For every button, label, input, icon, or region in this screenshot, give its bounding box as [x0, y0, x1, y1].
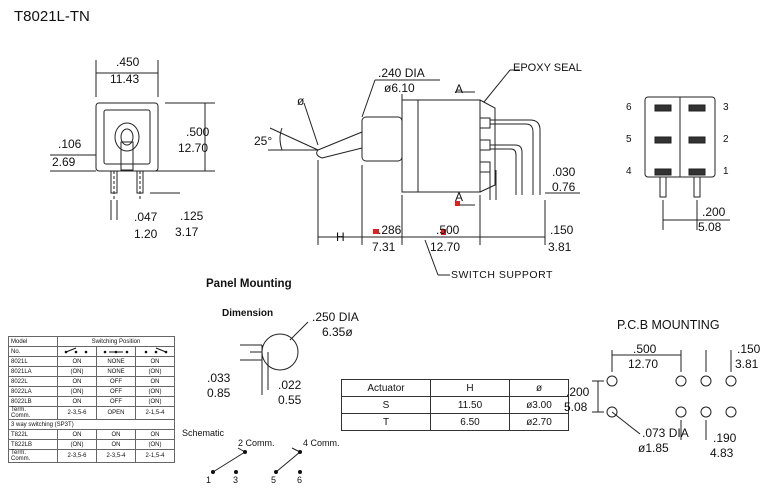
pcb-a-in: .500 — [633, 342, 657, 356]
side-c-mm: 3.81 — [548, 240, 572, 254]
pin-1-label: 1 — [723, 166, 729, 177]
table-row: T 6.50 ø2.70 — [341, 413, 569, 431]
pcb-mounting-heading: P.C.B MOUNTING — [617, 318, 720, 332]
front-width-mm: 11.43 — [110, 72, 140, 86]
side-d-in: .030 — [552, 165, 576, 179]
table-row: 8022LA(ON)OFF(ON) — [8, 386, 175, 397]
pin-5-label: 5 — [626, 134, 632, 145]
front-pin-width-mm: 1.20 — [134, 227, 158, 241]
pcb-b-mm: 3.81 — [735, 357, 759, 371]
dimension-k2-in: .022 — [278, 378, 302, 392]
schematic-comm-2: 2 Comm. — [238, 438, 275, 448]
pin-spacing-mm: 5.08 — [698, 220, 722, 234]
front-view-body — [95, 102, 159, 200]
pin-4-label: 4 — [626, 166, 632, 177]
epoxy-seal-label: EPOXY SEAL — [513, 62, 582, 74]
schematic-diagram — [212, 447, 301, 473]
pcb-a-mm: 12.70 — [628, 357, 659, 371]
table-header-row: Actuator H ø — [341, 379, 569, 397]
dimension-dia-mm: 6.35ø — [322, 325, 353, 339]
table-row: T822LB(ON)ON(ON) — [8, 439, 175, 450]
pcb-e-in: .190 — [713, 431, 737, 445]
sp3t-row: 3 way switching (SP3T) — [8, 419, 175, 430]
panel-mounting-heading: Panel Mounting — [206, 278, 292, 290]
dimension-heading: Dimension — [222, 308, 274, 319]
dimension-dia-in: .250 DIA — [312, 310, 359, 324]
front-pin-length-in: .125 — [180, 209, 204, 223]
side-dia-mm: ø6.10 — [384, 81, 415, 95]
front-offset-in: .106 — [58, 137, 82, 151]
position-header: Switching Position — [57, 336, 175, 347]
section-mark-a-bottom: A — [455, 190, 464, 204]
side-c-in: .150 — [550, 223, 574, 237]
pin-layout-view — [644, 96, 716, 198]
no-header: No. — [8, 346, 58, 357]
switch-support-label: SWITCH SUPPORT — [451, 269, 553, 281]
pcb-b-in: .150 — [737, 342, 761, 356]
term-comm-row: Term.Comm. 2-3,5-6 2-3,5-4 2-1,5-4 — [8, 449, 175, 463]
schematic-comm-4: 4 Comm. — [303, 438, 340, 448]
front-width-in: .450 — [116, 55, 140, 69]
pin-spacing-in: .200 — [702, 205, 726, 219]
front-height-in: .500 — [186, 125, 210, 139]
table-header-row: Model Switching Position — [8, 336, 175, 347]
side-dia-in: .240 DIA — [378, 66, 425, 80]
h-dimension-label: H — [336, 230, 345, 244]
table-header-row: No. — [8, 346, 175, 357]
pcb-hole-pattern — [606, 375, 737, 418]
toggle-position-icon — [96, 346, 136, 357]
table-row: 8021LA(ON)NONE(ON) — [8, 366, 175, 377]
schematic-pin-5: 5 — [271, 475, 277, 485]
dimension-k1-in: .033 — [207, 371, 231, 385]
schematic-pin-6: 6 — [297, 475, 303, 485]
toggle-position-icon — [135, 346, 175, 357]
schematic-pin-1: 1 — [206, 475, 212, 485]
pcb-d-mm: ø1.85 — [638, 441, 669, 455]
front-height-mm: 12.70 — [178, 141, 209, 155]
pin-6-label: 6 — [626, 102, 632, 113]
pcb-c-mm: 5.08 — [564, 400, 588, 414]
side-b2-in: .500 — [436, 223, 460, 237]
side-b1-mm: 7.31 — [372, 240, 396, 254]
dimension-k2-mm: 0.55 — [278, 393, 302, 407]
side-phi-symbol: ø — [297, 94, 305, 108]
section-mark-a-top: A — [455, 82, 464, 96]
schematic-heading: Schematic — [182, 428, 225, 438]
model-header: Model — [8, 336, 58, 347]
actuator-table: Actuator H ø S 11.50 ø3.00 T 6.50 ø2.70 — [341, 379, 569, 431]
pcb-c-in: .200 — [566, 385, 590, 399]
pcb-d-in: .073 DIA — [642, 426, 689, 440]
side-d-mm: 0.76 — [552, 180, 576, 194]
side-b2-mm: 12.70 — [430, 240, 461, 254]
pin-2-label: 2 — [723, 134, 729, 145]
term-comm-row: Term.Comm. 2-3,5-6 OPEN 2-1,5-4 — [8, 406, 175, 420]
side-b1-in: .286 — [378, 223, 402, 237]
front-pin-width-in: .047 — [134, 210, 158, 224]
schematic-pin-3: 3 — [233, 475, 239, 485]
pcb-e-mm: 4.83 — [710, 446, 734, 460]
front-pin-length-mm: 3.17 — [175, 225, 199, 239]
pin-3-label: 3 — [723, 102, 729, 113]
dimension-k1-mm: 0.85 — [207, 386, 231, 400]
table-row: S 11.50 ø3.00 — [341, 396, 569, 414]
part-number-title: T8021L-TN — [14, 8, 90, 25]
side-view-body — [316, 99, 541, 200]
front-offset-mm: 2.69 — [52, 155, 76, 169]
toggle-position-icon — [57, 346, 97, 357]
side-angle: 25° — [254, 134, 273, 148]
